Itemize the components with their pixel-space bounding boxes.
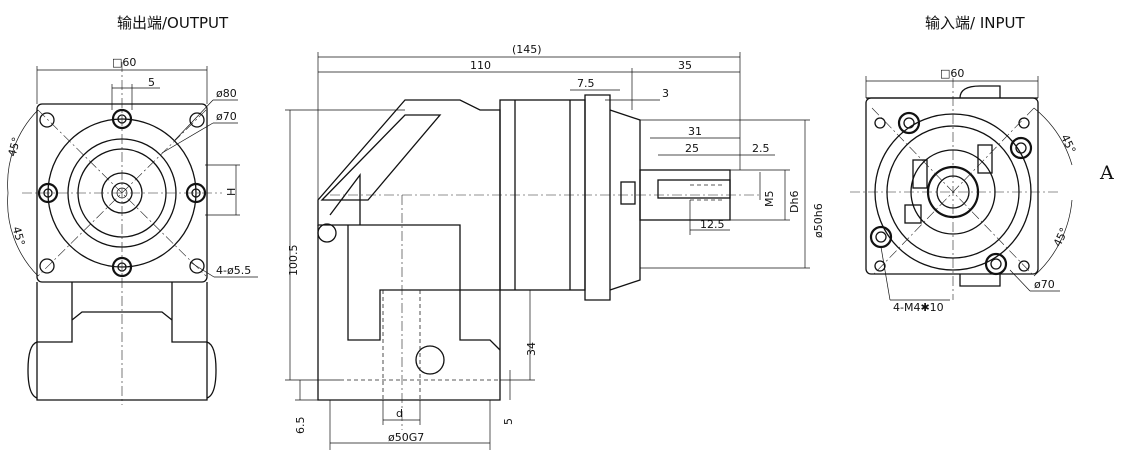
- side-shaft-d-dim: Dh6: [788, 191, 801, 213]
- side-bottom-dim: 6.5: [294, 417, 307, 435]
- input-view: [850, 76, 1073, 301]
- side-lower-right: [459, 290, 501, 351]
- side-housing-edge: [329, 173, 361, 225]
- output-body-sides: [36, 282, 208, 343]
- side-adapter: [584, 94, 611, 301]
- side-bottom-right-dim: 5: [502, 418, 515, 425]
- input-angle-bottom: 45°: [1051, 226, 1071, 249]
- view-letter: A: [1100, 162, 1114, 184]
- input-threads-dim: 4-M4✱10: [893, 301, 944, 314]
- side-height-dim: 100.5: [287, 245, 300, 277]
- input-bolt-holes: [869, 111, 1033, 276]
- side-shaft-total-dim: 35: [678, 59, 692, 72]
- input-clamp-slot-left: [912, 159, 928, 189]
- input-boss-bottom: [959, 274, 1001, 287]
- output-boss-right: [206, 341, 217, 399]
- side-body-dim: 110: [470, 59, 491, 72]
- side-pilot-dim: ø50h6: [812, 203, 825, 238]
- side-housing-rib: [320, 114, 442, 201]
- output-angle-top: 45°: [6, 136, 24, 158]
- side-plug: [317, 223, 337, 243]
- input-view-title: 输入端/ INPUT: [925, 14, 1025, 32]
- side-lower-inner: [347, 225, 460, 341]
- side-key: [620, 181, 636, 205]
- output-height-dim: H: [225, 188, 238, 196]
- input-pcd-dim: ø70: [1034, 278, 1055, 291]
- side-bore-dim: ø50G7: [388, 431, 424, 444]
- side-base-height-dim: 34: [525, 342, 538, 356]
- input-clamp-slot-bottom: [904, 204, 922, 224]
- output-offset-dim: 5: [148, 76, 155, 89]
- output-boss-left: [27, 341, 38, 399]
- side-flange-dim: 7.5: [577, 77, 595, 90]
- input-clamp-slot-right: [977, 144, 993, 174]
- output-angle-bottom: 45°: [10, 225, 28, 247]
- side-thread-dim: M5: [763, 191, 776, 208]
- side-key-end-dim: 2.5: [752, 142, 770, 155]
- side-lower-body: [317, 225, 501, 401]
- side-step-dim: 3: [662, 87, 669, 100]
- output-body-chamfer: [71, 311, 173, 321]
- output-view-title: 输出端/OUTPUT: [117, 14, 229, 32]
- side-view: [285, 52, 810, 450]
- output-d80-dim: ø80: [216, 87, 237, 100]
- input-square-dim: □60: [940, 67, 964, 80]
- side-bore-d-dim: d: [396, 407, 403, 420]
- side-key-total-dim: 31: [688, 125, 702, 138]
- side-key-len-dim: 25: [685, 142, 699, 155]
- output-view: [7, 62, 258, 405]
- side-depth-dim: 12.5: [700, 218, 725, 231]
- output-square-dim: □60: [112, 56, 136, 69]
- output-d70-dim: ø70: [216, 110, 237, 123]
- side-overall-dim: (145): [512, 43, 542, 56]
- input-flange: [865, 97, 1039, 275]
- input-boss-top: [959, 85, 1001, 99]
- output-holes-dim: 4-ø5.5: [216, 264, 251, 277]
- side-keyway: [657, 179, 731, 199]
- side-bore-plug: [415, 345, 445, 375]
- input-angle-top: 45°: [1058, 132, 1078, 155]
